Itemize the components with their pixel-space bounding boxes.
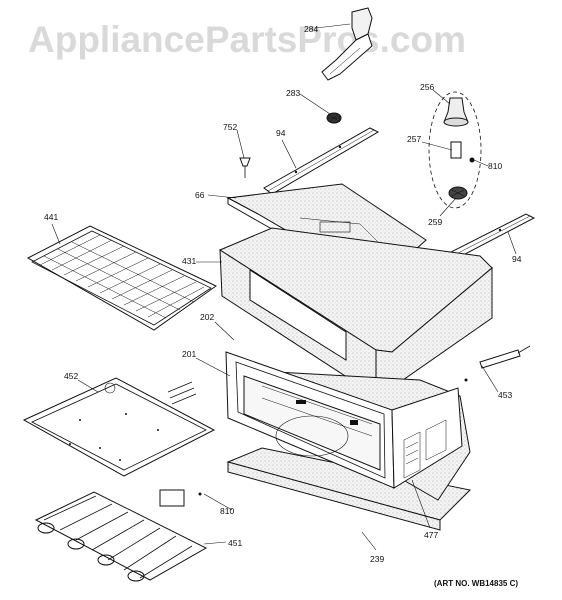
label-283: 283	[286, 88, 300, 98]
label-451: 451	[228, 538, 242, 548]
part-452-broil-pan	[22, 377, 216, 477]
watermark-text: AppliancePartsPros.com	[28, 19, 466, 60]
label-94-right: 94	[512, 254, 522, 264]
label-431: 431	[182, 256, 196, 266]
art-number: (ART NO. WB14835 C)	[434, 579, 518, 588]
part-284-handle	[321, 7, 373, 81]
part-441-oven-rack	[26, 225, 217, 331]
label-239: 239	[370, 554, 384, 564]
label-441: 441	[44, 212, 58, 222]
label-259: 259	[428, 217, 442, 227]
label-201: 201	[182, 349, 196, 359]
part-283-knob	[326, 112, 342, 124]
label-256: 256	[420, 82, 434, 92]
label-477: 477	[424, 530, 438, 540]
part-752-screw	[239, 157, 251, 178]
part-451-bake-element	[34, 489, 208, 582]
label-810-top: 810	[488, 161, 502, 171]
label-452: 452	[64, 371, 78, 381]
label-810-bottom: 810	[220, 506, 234, 516]
label-66: 66	[195, 190, 205, 200]
label-257: 257	[407, 134, 421, 144]
label-453: 453	[498, 390, 512, 400]
part-256-259-group	[428, 91, 482, 209]
part-94-rail-left	[263, 127, 380, 195]
label-202: 202	[200, 312, 214, 322]
label-752: 752	[223, 122, 237, 132]
label-284: 284	[304, 24, 318, 34]
leader-lines	[51, 23, 517, 551]
label-94-left: 94	[276, 128, 286, 138]
part-239-bottom-panel	[226, 447, 472, 531]
part-201-oven-cavity	[225, 351, 471, 501]
part-453-bracket	[464, 345, 531, 382]
